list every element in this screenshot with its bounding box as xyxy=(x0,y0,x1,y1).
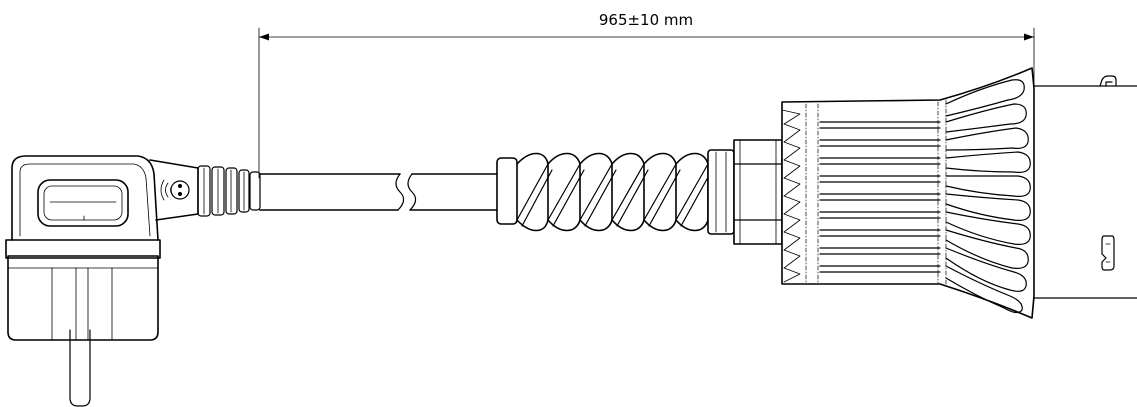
ev-connector-icon xyxy=(781,67,1137,319)
plug-pin xyxy=(69,329,91,407)
plug-neck xyxy=(149,159,199,221)
plug-window xyxy=(37,179,129,227)
dimension-arrow-right xyxy=(1024,33,1034,41)
connector-fingers xyxy=(945,79,1031,314)
plug-base xyxy=(7,255,159,341)
plug-band xyxy=(5,239,161,259)
cable-break-right xyxy=(407,173,417,211)
cable xyxy=(259,173,501,211)
connector-nut xyxy=(733,139,783,245)
connector-ribs xyxy=(819,121,941,273)
schuko-plug-icon xyxy=(5,155,261,407)
plug-housing xyxy=(11,155,159,241)
dimension-label: 965±10 mm xyxy=(599,11,693,29)
dimension-arrow-left xyxy=(259,33,269,41)
connector-pin-side xyxy=(1101,235,1115,271)
plug-strain-relief xyxy=(197,165,261,217)
dimension-group: 965±10 mm xyxy=(258,11,1035,179)
signal-icon xyxy=(160,179,173,201)
connector-pin-top xyxy=(1099,75,1117,87)
connector-body xyxy=(781,67,1035,319)
cable-break-left xyxy=(395,173,405,211)
strain-relief-spring-icon xyxy=(496,149,735,235)
